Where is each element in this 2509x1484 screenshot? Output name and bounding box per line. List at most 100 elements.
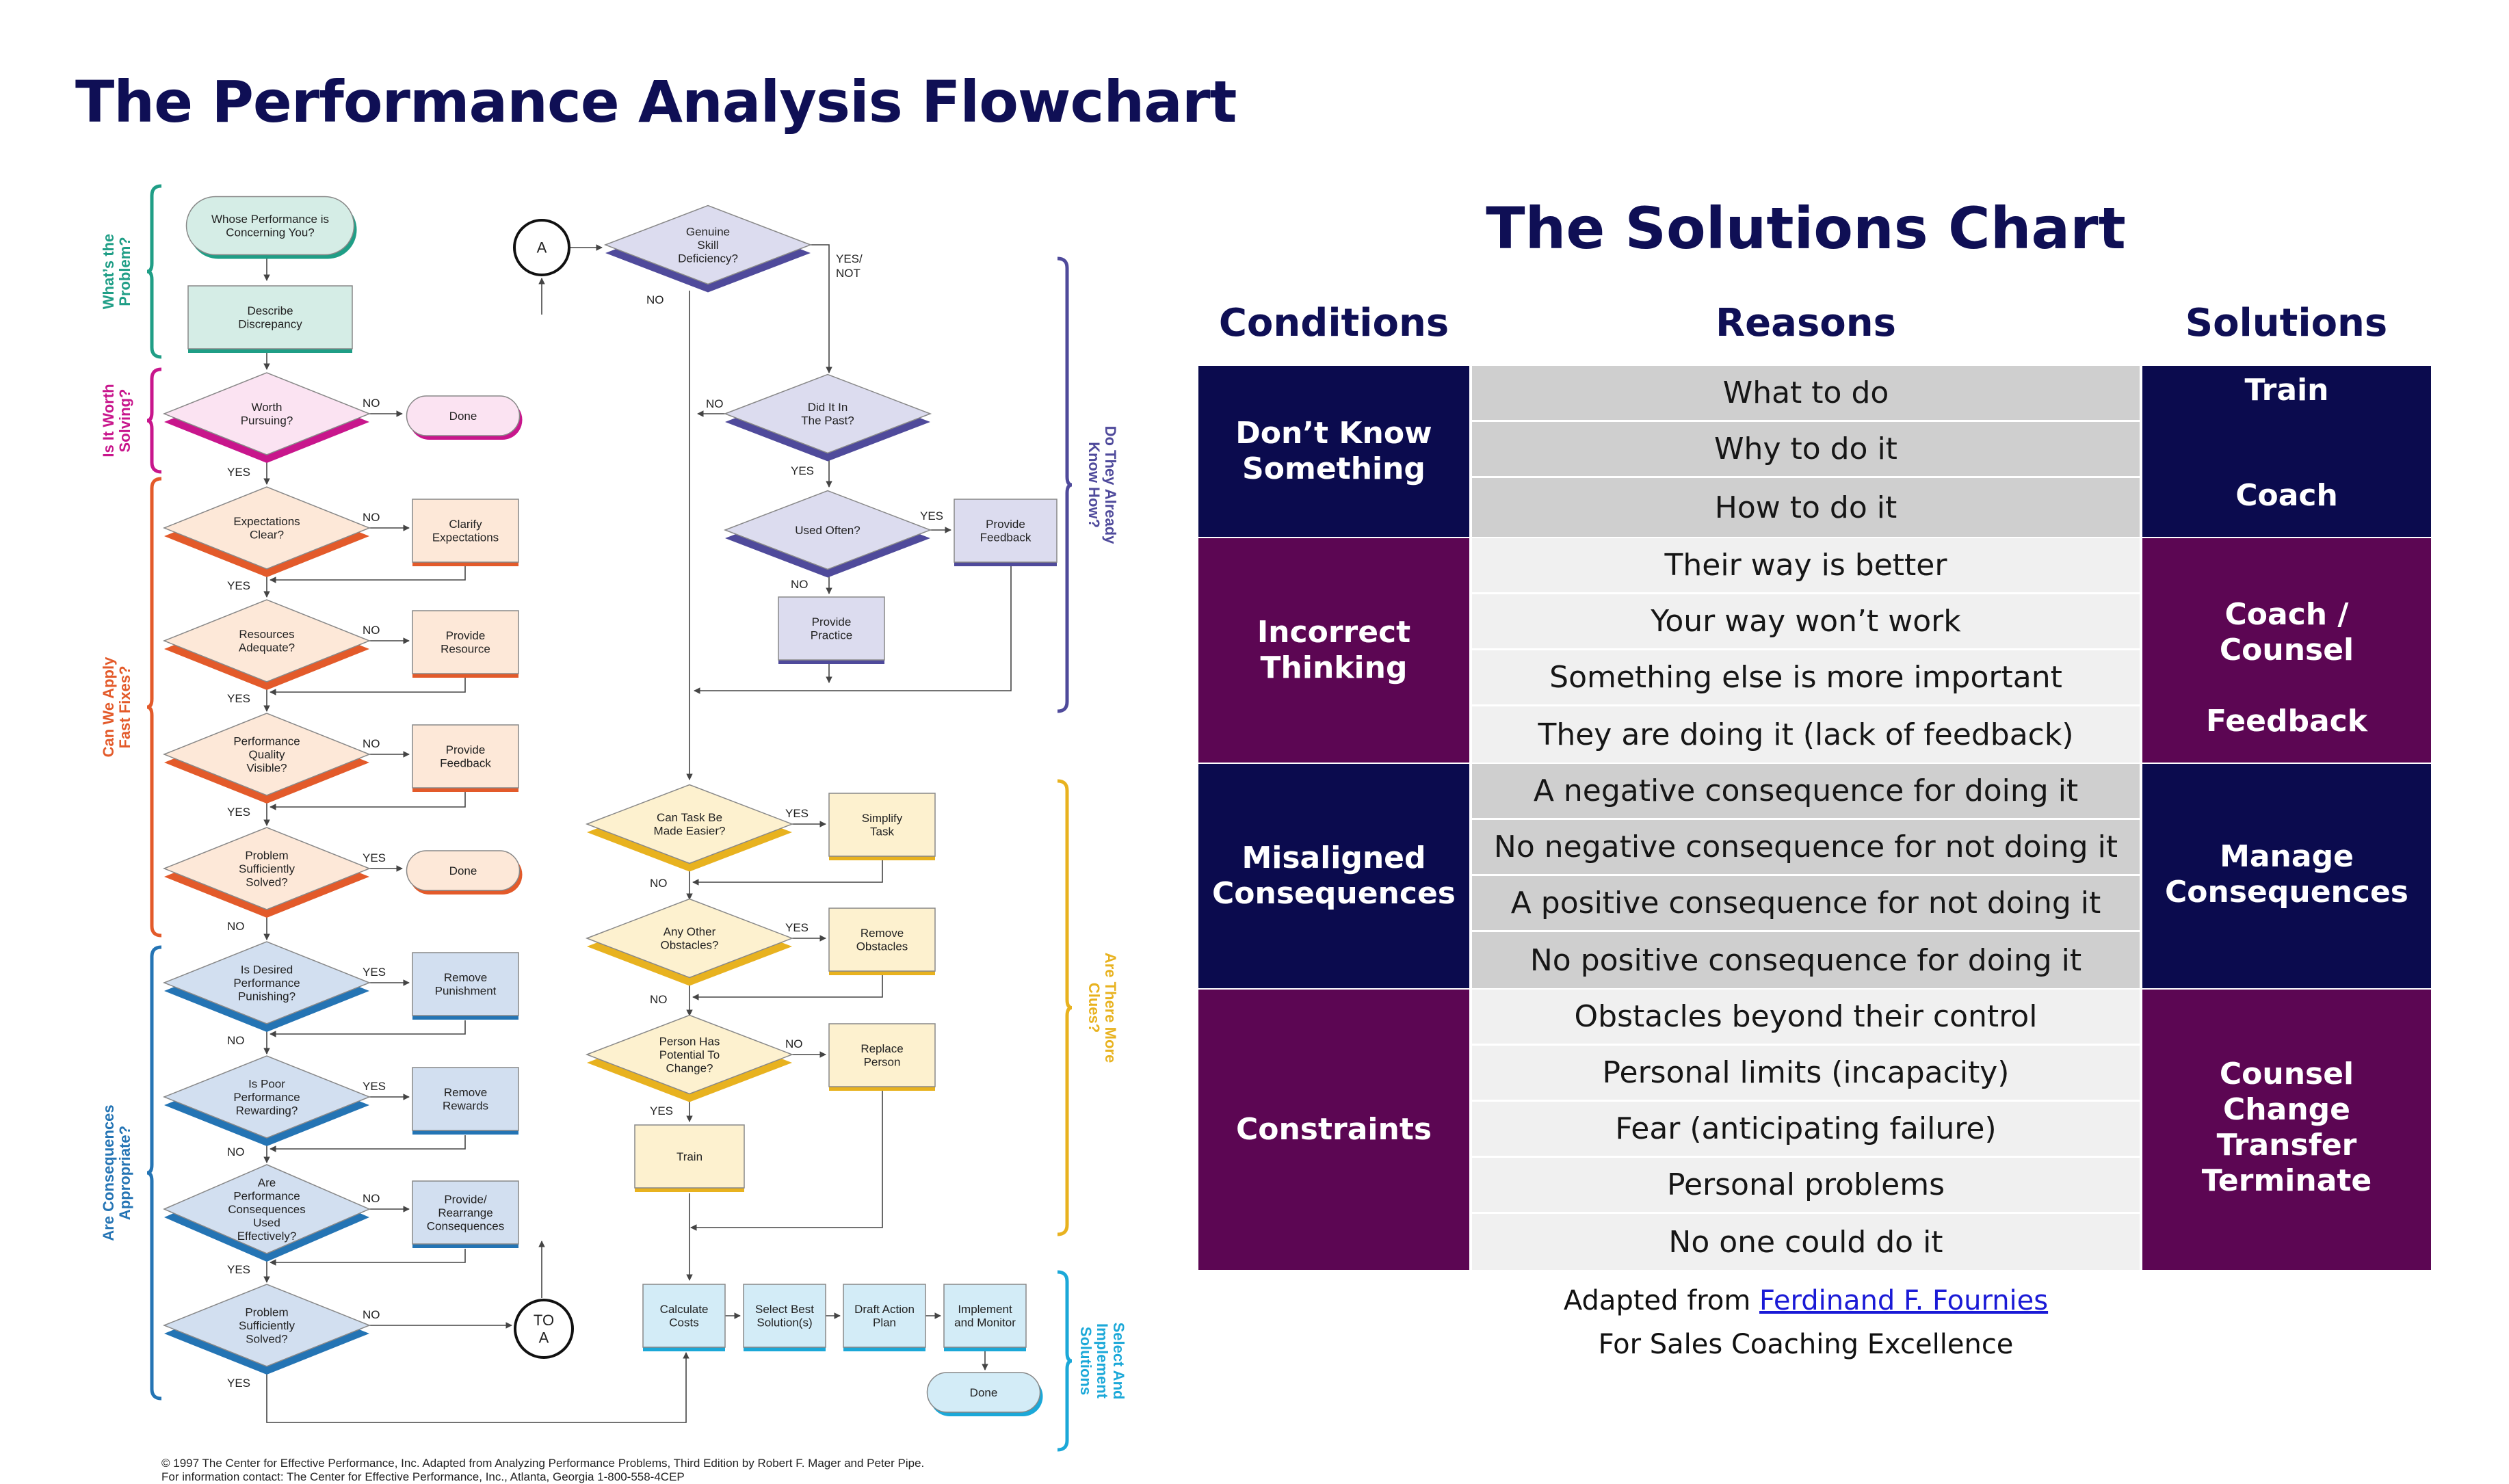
flow-connector <box>270 1135 466 1152</box>
edge-label: NO <box>650 993 668 1006</box>
fournies-link[interactable]: Ferdinand F. Fournies <box>1759 1285 2049 1316</box>
phase-more-clues: Are There MoreClues? <box>1057 779 1119 1236</box>
phase-label: What’s theProblem? <box>100 234 133 309</box>
reason-cell: Personal problems <box>1472 1158 2140 1212</box>
node-done-worth: Done <box>406 395 523 440</box>
solution-manage-consequences: Manage Consequences <box>2165 839 2408 910</box>
edge-label: NO <box>363 397 380 410</box>
condition-misaligned-consequences: Misaligned Consequences <box>1198 764 1469 988</box>
edge-label: NO <box>363 737 380 750</box>
edge-label: NO <box>363 624 380 637</box>
contact-line: For information contact: The Center for … <box>161 1470 685 1483</box>
condition-dont-know-something: Don’t Know Something <box>1198 366 1469 537</box>
reason-cell: No positive consequence for doing it <box>1472 932 2140 988</box>
solution-counsel-change-transfer-terminate: Counsel Change Transfer Terminate <box>2201 1057 2372 1198</box>
edge-label: NO <box>785 1037 803 1050</box>
phase-label: Do They AlreadyKnow How? <box>1086 426 1119 545</box>
node-used-often: Used Often? <box>723 490 932 578</box>
phase-consequences: Are ConsequencesAppropriate? <box>100 945 162 1401</box>
condition-incorrect-thinking: Incorrect Thinking <box>1198 538 1469 763</box>
edge-label: YES <box>227 1263 250 1276</box>
edge-label: YES <box>650 1104 673 1117</box>
flow-connector <box>270 1020 466 1037</box>
flow-connector <box>692 975 883 1001</box>
edge-label: NO <box>706 397 724 410</box>
reason-cell: Fear (anticipating failure) <box>1472 1102 2140 1156</box>
edge-label: NO <box>363 1192 380 1205</box>
solutions-chart-title: The Solutions Chart <box>1486 195 2126 262</box>
edge-label: NO <box>650 877 668 890</box>
flow-connector <box>270 566 466 583</box>
flow-connector <box>811 244 832 373</box>
phase-label: Are There MoreClues? <box>1086 953 1119 1063</box>
solution-cell-incorrect-thinking: Coach / Counsel Feedback <box>2142 538 2431 763</box>
reason-cell: Personal limits (incapacity) <box>1472 1046 2140 1100</box>
reason-cell: A positive consequence for not doing it <box>1472 876 2140 930</box>
edge-label: NO <box>227 1145 245 1158</box>
node-label: Used Often? <box>795 524 860 537</box>
phase-know-how: Do They AlreadyKnow How? <box>1057 256 1119 713</box>
credit-block: Adapted from Ferdinand F. Fournies For S… <box>1471 1279 2141 1366</box>
reason-cell: They are doing it (lack of feedback) <box>1472 706 2140 763</box>
solution-feedback: Feedback <box>2206 704 2367 739</box>
node-done-final: Done <box>926 1372 1043 1416</box>
node-label: Done <box>449 864 477 877</box>
flow-connector <box>270 1249 466 1266</box>
reason-cell: Obstacles beyond their control <box>1472 990 2140 1044</box>
solutions-header: Solutions <box>2185 301 2388 345</box>
conditions-header: Conditions <box>1218 301 1449 345</box>
edge-label: NO <box>227 1034 245 1047</box>
edge-label: YES <box>363 851 386 864</box>
node-train: Train <box>634 1124 745 1192</box>
solution-coach-counsel: Coach / Counsel <box>2219 597 2354 667</box>
edge-label: NO <box>363 1308 380 1321</box>
edge-label: YES <box>227 1377 250 1390</box>
solution-cell-dont-know: Train Coach <box>2142 366 2431 537</box>
edge-label: NO <box>227 920 245 933</box>
reason-cell: How to do it <box>1472 478 2140 537</box>
reason-cell: Something else is more important <box>1472 650 2140 704</box>
edge-label: YES <box>920 509 943 522</box>
reason-cell: Why to do it <box>1472 422 2140 476</box>
phase-label: Can We ApplyFast Fixes? <box>100 657 133 757</box>
edge-label: NOT <box>836 267 861 280</box>
node-label: Done <box>449 410 477 423</box>
